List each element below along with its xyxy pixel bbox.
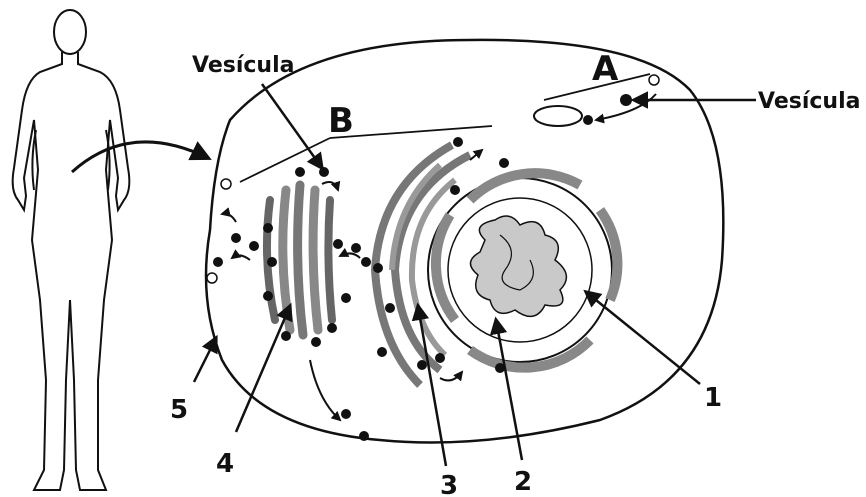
exocytosis-pore-left xyxy=(221,179,231,189)
body-to-cell-arrow xyxy=(72,142,208,172)
label-number-1: 1 xyxy=(704,383,722,413)
label-letter-b: B xyxy=(328,101,354,141)
pointer-5 xyxy=(194,338,216,382)
label-vesicle-left: Vesícula xyxy=(192,53,294,78)
label-letter-a: A xyxy=(592,49,619,89)
label-number-3: 3 xyxy=(440,471,458,497)
human-silhouette xyxy=(13,10,130,490)
exocytosis-pore-bottom xyxy=(207,273,217,283)
label-number-2: 2 xyxy=(514,467,532,497)
label-number-4: 4 xyxy=(216,449,234,479)
label-vesicle-right: Vesícula xyxy=(758,89,860,114)
label-number-5: 5 xyxy=(170,395,188,425)
